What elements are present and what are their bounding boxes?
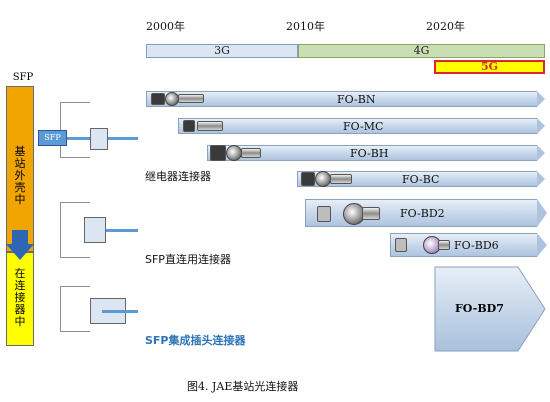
left-panel-lower-bar: 在连接器中: [6, 252, 34, 346]
arrow-fo-mc: FO-MC: [178, 118, 545, 134]
fo-bn-connector-icon: [151, 93, 165, 105]
product-label-fo-bn: FO-BN: [337, 93, 376, 106]
fo-mc-connector-icon: [183, 120, 195, 132]
sfp-box: SFP: [38, 130, 67, 146]
product-label-fo-mc: FO-MC: [343, 120, 384, 133]
category-relay-label: 继电器连接器: [145, 170, 211, 183]
product-label-fo-bc: FO-BC: [402, 173, 440, 186]
tree-bracket-sfp-integrated: [60, 286, 90, 332]
arrow-fo-bn: FO-BN: [146, 91, 545, 107]
down-arrow-icon: [12, 230, 28, 244]
left-panel-upper-text: 基站外壳中: [14, 145, 26, 206]
category-sfp-direct-label: SFP直连用连接器: [145, 253, 231, 266]
product-label-fo-bd7: FO-BD7: [455, 302, 504, 315]
arrow-fo-bd6: FO-BD6: [390, 233, 547, 257]
tree-bracket-sfp-direct: [60, 202, 90, 258]
year-2010: 2010年: [286, 20, 325, 33]
sfp-direct-box: [84, 217, 106, 243]
year-2020: 2020年: [426, 20, 465, 33]
product-label-fo-bd2: FO-BD2: [400, 207, 445, 220]
relay-connector-box: [90, 128, 108, 150]
era-3g: 3G: [146, 44, 298, 58]
left-panel-lower-text: 在连接器中: [14, 267, 26, 328]
arrow-fo-bc: FO-BC: [297, 171, 545, 187]
arrow-fo-bh: FO-BH: [207, 145, 545, 161]
category-sfp-integrated-label: SFP集成插头连接器: [145, 334, 246, 347]
year-2000: 2000年: [146, 20, 185, 33]
left-panel-sfp-label: SFP: [12, 72, 34, 83]
product-label-fo-bd6: FO-BD6: [454, 239, 499, 252]
figure-caption: 图4. JAE基站光连接器: [187, 380, 299, 393]
arrow-fo-bd7: [434, 266, 546, 352]
fo-bh-connector-icon: [210, 145, 226, 161]
era-5g: 5G: [434, 60, 545, 74]
fo-bc-connector-icon: [301, 172, 315, 186]
product-label-fo-bh: FO-BH: [350, 147, 389, 160]
arrow-fo-bd2: FO-BD2: [305, 199, 547, 227]
fo-bd2-connector-icon: [317, 206, 331, 222]
fo-bd6-connector-icon: [395, 238, 407, 252]
left-panel-upper-bar: 基站外壳中: [6, 86, 34, 252]
era-4g: 4G: [298, 44, 545, 58]
